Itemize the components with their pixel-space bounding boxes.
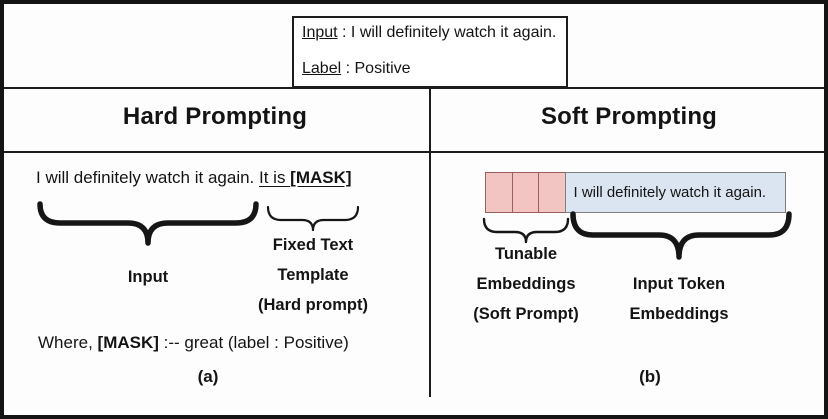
column-divider-line [429,88,431,397]
input-token-embeddings-brace [570,211,792,260]
input-token-box: I will definitely watch it again. [564,172,786,213]
input-token-line: Input Token [632,275,726,293]
fixed-template-brace [266,205,360,232]
where-suffix: :-- great (label : Positive) [158,333,349,352]
header-divider-line [4,151,824,153]
hard-template-text: It is [MASK] [259,168,352,187]
example-box: Input : I will definitely watch it again… [292,16,568,88]
tunable-line: Tunable [494,245,558,263]
embeddings-line2: Embeddings [629,305,729,323]
example-label-key: Label [302,60,342,77]
template-prefix: It is [259,168,291,187]
soft-prompt-line: (Soft Prompt) [473,305,579,323]
example-input-value: : I will definitely watch it again. [337,24,557,41]
hard-input-text: I will definitely watch it again. [36,168,259,187]
top-divider-line [4,87,824,89]
fixed-text-line: Fixed Text [272,236,354,254]
input-token-text: I will definitely watch it again. [573,184,767,201]
tunable-embedding-cell [538,172,566,213]
input-token-embeddings-label: Input Token Embeddings [598,269,760,329]
template-line: Template [277,266,349,284]
example-input-key: Input [302,24,338,41]
mask-token: [MASK] [290,168,352,187]
mask-definition-line: Where, [MASK] :-- great (label : Positiv… [38,333,349,353]
fixed-text-template-label: Fixed Text Template (Hard prompt) [248,230,378,320]
caption-b: (b) [639,367,661,386]
tunable-embedding-cell [485,172,513,213]
where-mask-token: [MASK] [97,333,159,352]
embedding-row: I will definitely watch it again. [485,172,786,213]
hard-prompt-line: (Hard prompt) [258,296,368,314]
embeddings-line: Embeddings [476,275,576,293]
example-label-line: Label : Positive [302,60,560,78]
hard-prompting-header: Hard Prompting [122,103,308,130]
caption-a: (a) [197,367,219,386]
hard-prompt-sentence: I will definitely watch it again. It is … [36,168,352,188]
where-prefix: Where, [38,333,98,352]
example-input-line: Input : I will definitely watch it again… [302,24,560,42]
input-brace [37,201,259,246]
input-brace-label: Input [127,268,169,286]
tunable-embedding-cells [485,172,566,213]
tunable-embedding-cell [511,172,540,213]
tunable-embeddings-label: Tunable Embeddings (Soft Prompt) [451,239,601,329]
soft-prompting-header: Soft Prompting [540,103,718,130]
example-label-value: : Positive [341,60,411,77]
